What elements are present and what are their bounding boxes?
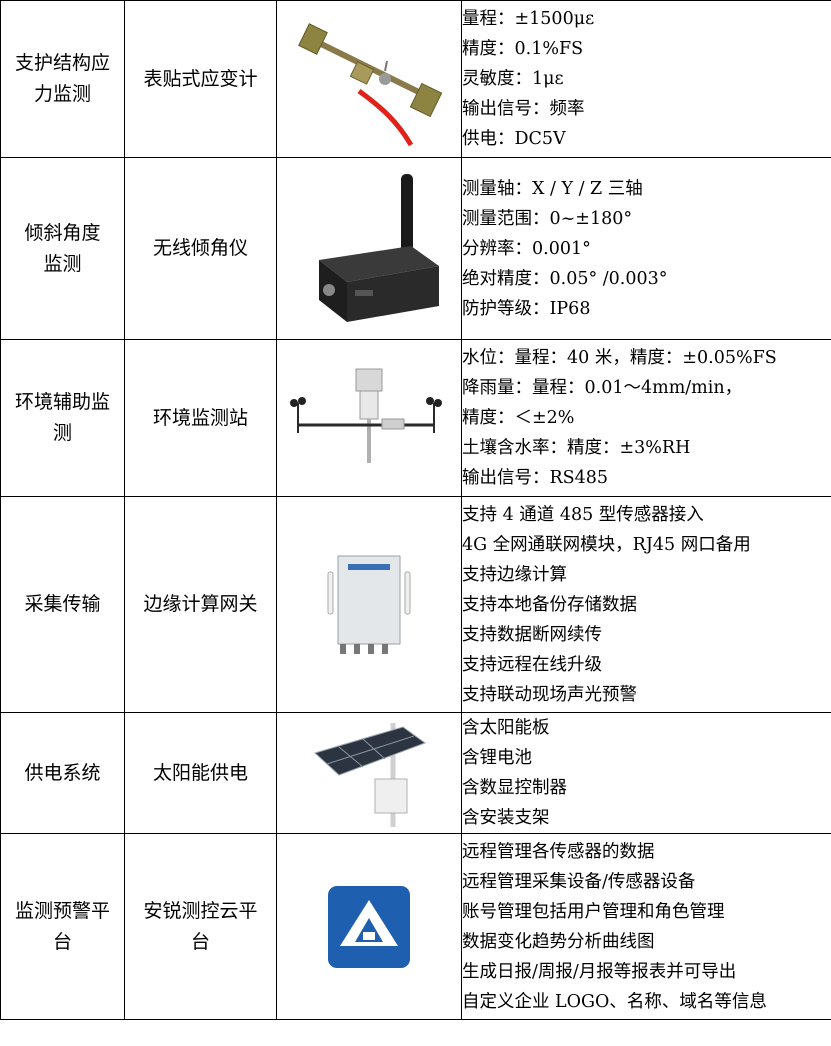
spec-line: 含数显控制器 — [462, 778, 568, 798]
spec-line: 账号管理包括用户管理和角色管理 — [462, 901, 725, 922]
category-label: 支护结构应力监测 — [14, 52, 110, 105]
category-cell: 采集传输 — [0, 496, 125, 713]
table-row: 支护结构应力监测 表贴式应变计 量程：±1500με 精度：0.1%FS 灵敏度… — [0, 0, 831, 158]
device-name-label: 安锐测控云平台 — [143, 899, 258, 953]
device-image-cell — [276, 157, 462, 340]
category-label: 环境辅助监测 — [14, 391, 110, 444]
spec-cell: 远程管理各传感器的数据 远程管理采集设备/传感器设备 账号管理包括用户管理和角色… — [461, 833, 831, 1020]
spec-line: 含安装支架 — [462, 808, 550, 828]
category-cell: 供电系统 — [0, 712, 125, 834]
device-image-cell — [276, 0, 462, 158]
table-row: 环境辅助监测 环境监测站 水位：量程： — [0, 339, 831, 497]
spec-line: 测量轴：X / Y / Z 三轴 — [462, 178, 643, 199]
spec-line: 自定义企业 LOGO、名称、域名等信息 — [462, 991, 767, 1012]
strain-gauge-image — [298, 23, 443, 147]
spec-line: 支持联动现场声光预警 — [462, 684, 638, 705]
spec-line: 土壤含水率：精度：±3%RH — [462, 438, 691, 458]
category-label: 供电系统 — [24, 761, 101, 784]
spec-line: 分辨率：0.001° — [462, 238, 591, 259]
device-name-cell: 太阳能供电 — [124, 712, 277, 834]
spec-line: 输出信号：RS485 — [462, 468, 609, 488]
device-image-cell — [276, 339, 462, 497]
device-name-cell: 环境监测站 — [124, 339, 277, 497]
category-label: 采集传输 — [24, 593, 101, 615]
spec-line: 支持数据断网续传 — [462, 624, 603, 645]
spec-line: 输出信号：频率 — [462, 99, 585, 119]
device-image-cell — [276, 712, 462, 834]
device-name-cell: 安锐测控云平台 — [124, 833, 277, 1020]
spec-line: 灵敏度：1με — [462, 69, 564, 89]
device-name-cell: 边缘计算网关 — [124, 496, 277, 713]
spec-line: 远程管理采集设备/传感器设备 — [462, 871, 696, 892]
weather-station-image — [290, 368, 442, 463]
table-row: 采集传输 边缘计算网关 支持 4 通道 485 型传感器接入 4G 全网通联网模… — [0, 496, 831, 713]
category-cell: 环境辅助监测 — [0, 339, 125, 497]
spec-line: 支持远程在线升级 — [462, 654, 603, 675]
device-spec-table: 支护结构应力监测 表贴式应变计 量程：±1500με 精度：0.1%FS 灵敏度… — [0, 0, 831, 1020]
spec-line: 生成日报/周报/月报等报表并可导出 — [462, 961, 737, 982]
category-cell: 支护结构应力监测 — [0, 0, 125, 158]
spec-line: 支持边缘计算 — [462, 564, 568, 585]
spec-cell: 水位：量程：40 米，精度：±0.05%FS 降雨量：量程：0.01～4mm/m… — [461, 339, 831, 497]
edge-gateway-image — [327, 555, 411, 654]
wireless-inclinometer-image — [319, 173, 439, 322]
spec-line: 4G 全网通联网模块，RJ45 网口备用 — [462, 534, 751, 555]
table-row: 供电系统 太阳能供电 含太阳能板 含锂电池 含数显控制器 含安装支架 — [0, 712, 831, 834]
spec-line: 防护等级：IP68 — [462, 298, 591, 319]
spec-line: 支持本地备份存储数据 — [462, 594, 638, 615]
device-image-cell — [276, 833, 462, 1020]
spec-cell: 测量轴：X / Y / Z 三轴 测量范围：0~±180° 分辨率：0.001°… — [461, 157, 831, 340]
spec-line: 精度：0.1%FS — [462, 39, 584, 59]
category-label: 倾斜角度监测 — [24, 221, 101, 275]
category-cell: 监测预警平台 — [0, 833, 125, 1020]
table-row: 监测预警平台 安锐测控云平台 远程管理各传感器的数据 远程管理采集设备/传感器设… — [0, 833, 831, 1020]
spec-line: 量程：±1500με — [462, 9, 595, 29]
spec-line: 精度：＜±2% — [462, 408, 575, 428]
spec-line: 水位：量程：40 米，精度：±0.05%FS — [462, 348, 777, 368]
spec-line: 降雨量：量程：0.01～4mm/min， — [462, 378, 743, 398]
spec-line: 供电：DC5V — [462, 129, 566, 149]
spec-line: 支持 4 通道 485 型传感器接入 — [462, 504, 704, 525]
spec-line: 含锂电池 — [462, 748, 533, 768]
spec-line: 绝对精度：0.05° /0.003° — [462, 268, 668, 289]
spec-line: 远程管理各传感器的数据 — [462, 841, 655, 862]
spec-cell: 量程：±1500με 精度：0.1%FS 灵敏度：1με 输出信号：频率 供电：… — [461, 0, 831, 158]
spec-cell: 含太阳能板 含锂电池 含数显控制器 含安装支架 — [461, 712, 831, 834]
spec-cell: 支持 4 通道 485 型传感器接入 4G 全网通联网模块，RJ45 网口备用 … — [461, 496, 831, 713]
table-row: 倾斜角度监测 无线倾角仪 测量轴：X / Y / Z 三轴 测量范围：0~±18… — [0, 157, 831, 340]
solar-panel-image — [314, 723, 427, 827]
device-name-cell: 表贴式应变计 — [124, 0, 277, 158]
category-label: 监测预警平台 — [14, 899, 110, 953]
spec-line: 测量范围：0~±180° — [462, 208, 633, 229]
spec-line: 数据变化趋势分析曲线图 — [462, 931, 655, 952]
device-name-cell: 无线倾角仪 — [124, 157, 277, 340]
category-cell: 倾斜角度监测 — [0, 157, 125, 340]
device-image-cell — [276, 496, 462, 713]
spec-line: 含太阳能板 — [462, 718, 550, 738]
cloud-platform-logo-icon — [328, 885, 410, 968]
